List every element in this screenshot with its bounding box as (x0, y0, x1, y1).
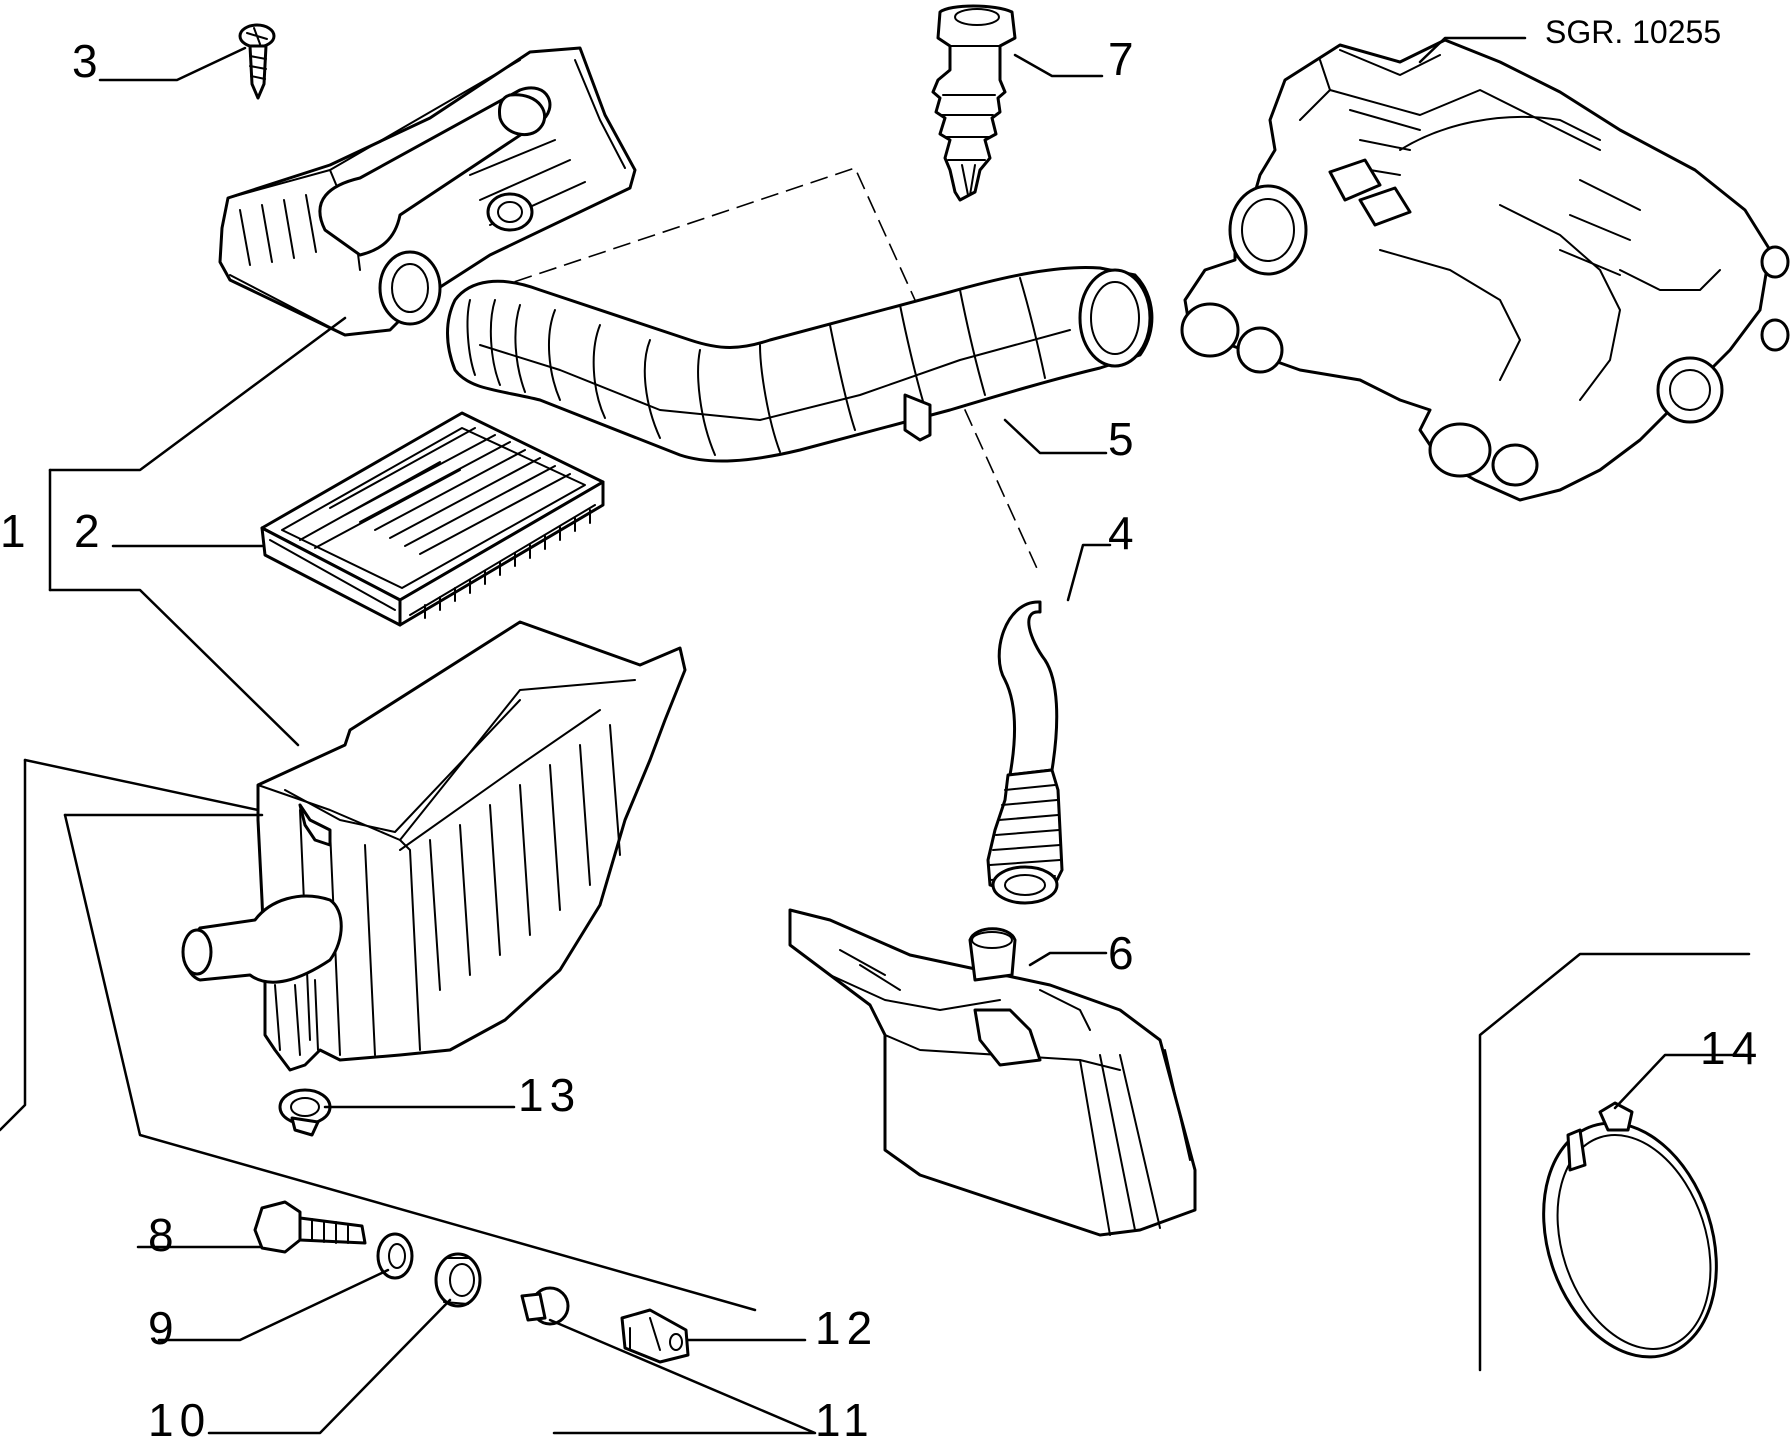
assembly-center-line (489, 167, 1041, 576)
intake-hose (446, 266, 1154, 463)
resonator-part-6 (788, 908, 1197, 1237)
callout-7: 7 (1108, 33, 1140, 85)
intake-manifold (1180, 38, 1790, 502)
air-filter-element (260, 411, 605, 627)
callout-13: 13 (518, 1069, 582, 1121)
callout-12: 12 (815, 1302, 879, 1354)
breather-connector-part-7 (931, 4, 1017, 202)
air-cleaner-cover (218, 46, 637, 337)
bolt-part-8 (253, 1200, 367, 1254)
screw-part-3 (238, 23, 276, 100)
air-cleaner-housing (181, 620, 687, 1072)
callout-10: 10 (148, 1394, 212, 1441)
clip-nut-part-12 (620, 1308, 690, 1364)
breather-hose-part-4 (986, 600, 1064, 905)
washer-part-9 (376, 1232, 414, 1280)
callout-1: 1 (0, 505, 32, 557)
plug-part-11 (520, 1286, 570, 1326)
leader-lines (0, 36, 1751, 1435)
callout-11: 11 (815, 1394, 875, 1441)
grommet-part-10 (434, 1252, 482, 1308)
hose-clamp-part-14 (1542, 1101, 1718, 1359)
callout-5: 5 (1108, 413, 1140, 465)
callout-8: 8 (148, 1209, 180, 1261)
callout-6: 6 (1108, 927, 1140, 979)
callout-14: 14 (1700, 1022, 1764, 1074)
drawing-reference-code: SGR. 10255 (1545, 14, 1722, 50)
drain-valve-part-13 (278, 1088, 332, 1137)
callout-2: 2 (74, 505, 106, 557)
callout-9: 9 (148, 1302, 180, 1354)
callout-3: 3 (72, 35, 104, 87)
callout-4: 4 (1108, 507, 1140, 559)
